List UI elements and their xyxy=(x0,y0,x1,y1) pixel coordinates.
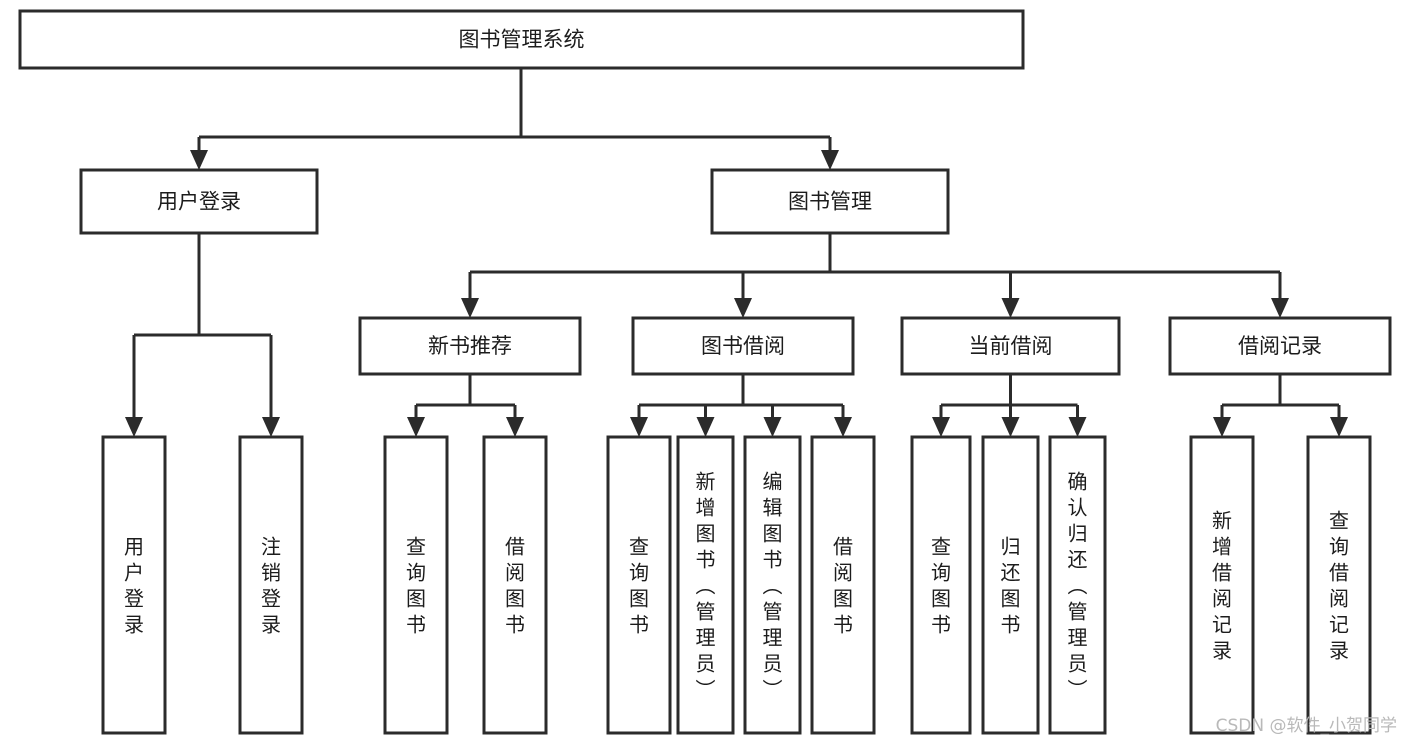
node-box[interactable] xyxy=(981,435,1040,735)
node-label: 确认归还︵管理员︶ xyxy=(1068,469,1088,701)
node-level2-图书管理[interactable]: 图书管理 xyxy=(710,168,950,235)
node-leaf-确认归还管理员[interactable]: 确认归还︵管理员︶ xyxy=(1048,435,1107,735)
connector-layer xyxy=(125,68,1348,437)
node-box[interactable] xyxy=(1189,435,1255,735)
node-label: 编辑图书︵管理员︶ xyxy=(763,469,783,701)
arrow-head xyxy=(1271,298,1289,318)
node-leaf-查询图书[interactable]: 查询图书 xyxy=(606,435,672,735)
arrow-head xyxy=(821,150,839,170)
node-leaf-查询图书[interactable]: 查询图书 xyxy=(383,435,449,735)
node-root-图书管理系统[interactable]: 图书管理系统 xyxy=(18,9,1025,70)
node-level3-当前借阅[interactable]: 当前借阅 xyxy=(900,316,1121,376)
node-leaf-借阅图书[interactable]: 借阅图书 xyxy=(810,435,876,735)
node-label: 图书借阅 xyxy=(701,334,785,358)
node-label: 查询图书 xyxy=(406,534,426,636)
arrow-head xyxy=(834,417,852,437)
node-label: 用户登录 xyxy=(157,190,241,214)
node-leaf-归还图书[interactable]: 归还图书 xyxy=(981,435,1040,735)
arrow-head xyxy=(630,417,648,437)
node-leaf-用户登录[interactable]: 用户登录 xyxy=(101,435,167,735)
node-box[interactable] xyxy=(79,168,319,235)
node-leaf-查询图书[interactable]: 查询图书 xyxy=(910,435,972,735)
node-label: 查询图书 xyxy=(629,534,649,636)
node-label: 借阅图书 xyxy=(833,534,853,636)
node-label: 新增借阅记录 xyxy=(1212,508,1232,662)
node-box[interactable] xyxy=(900,316,1121,376)
node-box[interactable] xyxy=(238,435,304,735)
node-box[interactable] xyxy=(910,435,972,735)
node-label: 新书推荐 xyxy=(428,334,512,358)
node-box[interactable] xyxy=(631,316,855,376)
node-box[interactable] xyxy=(383,435,449,735)
arrow-head xyxy=(125,417,143,437)
node-leaf-新增图书管理员[interactable]: 新增图书︵管理员︶ xyxy=(676,435,735,735)
node-leaf-注销登录[interactable]: 注销登录 xyxy=(238,435,304,735)
node-box[interactable] xyxy=(710,168,950,235)
arrow-head xyxy=(1001,298,1020,318)
node-label: 查询借阅记录 xyxy=(1329,508,1349,662)
watermark-layer: CSDN @软件_小贺同学 xyxy=(1216,716,1397,736)
arrow-head xyxy=(932,417,950,437)
node-label: 查询图书 xyxy=(931,534,951,636)
arrow-head xyxy=(734,298,752,318)
csdn-watermark: CSDN @软件_小贺同学 xyxy=(1216,716,1397,736)
node-label: 当前借阅 xyxy=(969,334,1053,358)
arrow-head xyxy=(696,417,715,437)
arrow-head xyxy=(506,417,524,437)
node-box[interactable] xyxy=(810,435,876,735)
node-label: 图书管理系统 xyxy=(459,28,585,52)
node-box[interactable] xyxy=(743,435,802,735)
node-box[interactable] xyxy=(1168,316,1392,376)
node-layer: 图书管理系统用户登录图书管理新书推荐图书借阅当前借阅借阅记录用户登录注销登录查询… xyxy=(18,9,1392,735)
node-label: 注销登录 xyxy=(261,534,281,636)
node-leaf-新增借阅记录[interactable]: 新增借阅记录 xyxy=(1189,435,1255,735)
arrow-head xyxy=(1068,417,1087,437)
node-label: 图书管理 xyxy=(788,190,872,214)
arrow-head xyxy=(1330,417,1348,437)
node-leaf-借阅图书[interactable]: 借阅图书 xyxy=(482,435,548,735)
arrow-head xyxy=(407,417,425,437)
arrow-head xyxy=(461,298,479,318)
node-level2-用户登录[interactable]: 用户登录 xyxy=(79,168,319,235)
node-box[interactable] xyxy=(358,316,582,376)
arrow-head xyxy=(1213,417,1231,437)
node-label: 归还图书 xyxy=(1001,534,1021,636)
node-box[interactable] xyxy=(676,435,735,735)
node-box[interactable] xyxy=(1306,435,1372,735)
node-box[interactable] xyxy=(1048,435,1107,735)
node-label: 用户登录 xyxy=(124,534,144,636)
node-level3-新书推荐[interactable]: 新书推荐 xyxy=(358,316,582,376)
node-level3-借阅记录[interactable]: 借阅记录 xyxy=(1168,316,1392,376)
node-box[interactable] xyxy=(101,435,167,735)
node-box[interactable] xyxy=(18,9,1025,70)
arrow-head xyxy=(763,417,782,437)
arrow-head xyxy=(262,417,280,437)
node-label: 借阅图书 xyxy=(505,534,525,636)
node-box[interactable] xyxy=(606,435,672,735)
arrow-head xyxy=(1001,417,1020,437)
node-label: 新增图书︵管理员︶ xyxy=(696,469,716,701)
node-box[interactable] xyxy=(482,435,548,735)
arrow-head xyxy=(190,150,208,170)
node-leaf-编辑图书管理员[interactable]: 编辑图书︵管理员︶ xyxy=(743,435,802,735)
node-leaf-查询借阅记录[interactable]: 查询借阅记录 xyxy=(1306,435,1372,735)
node-level3-图书借阅[interactable]: 图书借阅 xyxy=(631,316,855,376)
node-label: 借阅记录 xyxy=(1238,334,1322,358)
